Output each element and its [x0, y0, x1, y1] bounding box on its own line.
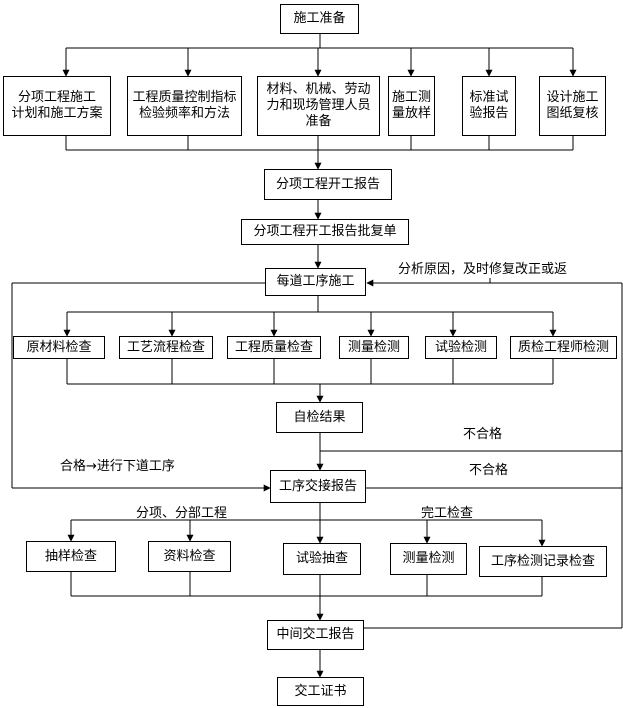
- step-survey-layout[interactable]: 施工测 量放样: [388, 76, 435, 136]
- step-label: 每道工序施工: [276, 274, 355, 289]
- step-document-check[interactable]: 资料检查: [148, 541, 231, 572]
- step-standard-test-report[interactable]: 标准试 验报告: [462, 76, 516, 136]
- step-process-flow-check[interactable]: 工艺流程检查: [119, 336, 213, 359]
- step-interim-handover-report[interactable]: 中间交工报告: [267, 620, 364, 650]
- label-fail-self-check: 不合格: [463, 427, 503, 442]
- step-label: 工程质量控制指标 检验频率和方法: [132, 90, 237, 121]
- label-subitem-project: 分项、分部工程: [136, 506, 228, 521]
- step-test-sampling[interactable]: 试验抽查: [283, 543, 361, 575]
- step-label: 分项工程开工报告: [275, 176, 380, 192]
- step-label: 施工准备: [293, 11, 346, 26]
- step-label: 测量检测: [402, 551, 455, 566]
- step-label: 自检结果: [293, 409, 346, 425]
- step-label: 工艺流程检查: [126, 339, 205, 355]
- label-pass-next-step: 合格→进行下道工序: [60, 459, 175, 474]
- step-drawing-review[interactable]: 设计施工 图纸复核: [539, 76, 606, 136]
- step-quality-control-indicators[interactable]: 工程质量控制指标 检验频率和方法: [127, 76, 242, 136]
- step-label: 质检工程师检测: [517, 339, 609, 355]
- step-construction-plan[interactable]: 分项工程施工 计划和施工方案: [3, 76, 111, 136]
- step-inspector-check[interactable]: 质检工程师检测: [510, 336, 617, 359]
- step-label: 工序交接报告: [278, 478, 357, 494]
- step-self-check-result[interactable]: 自检结果: [276, 402, 363, 433]
- step-label: 测量检测: [347, 339, 400, 355]
- step-label: 交工证书: [294, 683, 347, 699]
- step-handover-report[interactable]: 工序交接报告: [270, 470, 366, 503]
- step-label: 资料检查: [163, 548, 216, 564]
- step-label: 试验检测: [434, 339, 487, 355]
- step-test-check[interactable]: 试验检测: [425, 336, 497, 359]
- step-label: 原材料检查: [26, 339, 92, 355]
- step-sampling-check[interactable]: 抽样检查: [26, 541, 116, 572]
- step-label: 材料、机械、劳动 力和现场管理人员 准备: [266, 82, 371, 129]
- step-label: 标准试 验报告: [469, 90, 509, 121]
- step-completion-certificate[interactable]: 交工证书: [277, 677, 364, 706]
- label-fail-handover: 不合格: [469, 463, 509, 478]
- step-start-report[interactable]: 分项工程开工报告: [264, 169, 392, 200]
- label-completion-check: 完工检查: [421, 506, 474, 521]
- step-label: 分项工程施工 计划和施工方案: [11, 90, 103, 121]
- step-label: 工程质量检查: [234, 339, 313, 355]
- step-label: 工序检测记录检查: [490, 553, 595, 569]
- step-raw-material-check[interactable]: 原材料检查: [13, 336, 105, 359]
- step-start-report-approval[interactable]: 分项工程开工报告批复单: [241, 219, 409, 245]
- step-label: 施工测 量放样: [391, 90, 431, 121]
- step-measurement-check-2[interactable]: 测量检测: [390, 543, 467, 575]
- label-analyze-fix: 分析原因，及时修复改正或返: [398, 262, 568, 277]
- step-label: 中间交工报告: [276, 627, 355, 642]
- step-measurement-check[interactable]: 测量检测: [339, 336, 409, 359]
- step-quality-check[interactable]: 工程质量检查: [227, 336, 321, 359]
- step-label: 抽样检查: [44, 548, 97, 564]
- step-process-construction[interactable]: 每道工序施工: [265, 268, 366, 296]
- step-record-check[interactable]: 工序检测记录检查: [479, 546, 607, 577]
- step-label: 设计施工 图纸复核: [546, 90, 599, 121]
- step-materials-prep[interactable]: 材料、机械、劳动 力和现场管理人员 准备: [257, 76, 380, 136]
- step-label: 分项工程开工报告批复单: [253, 224, 397, 239]
- step-construction-prep[interactable]: 施工准备: [280, 4, 359, 34]
- step-label: 试验抽查: [295, 551, 348, 566]
